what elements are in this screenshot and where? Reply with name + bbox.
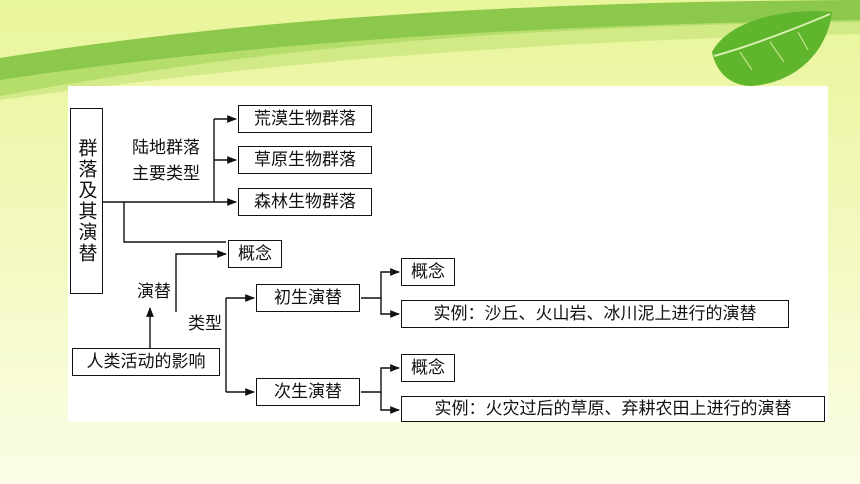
leaf-icon — [712, 11, 832, 86]
primary-concept-box: 概念 — [401, 258, 455, 286]
header-decoration — [0, 0, 860, 100]
primary-succession-label: 初生演替 — [274, 287, 342, 308]
land-label-line1: 陆地群落 — [132, 138, 200, 158]
concept-label: 概念 — [238, 243, 272, 264]
green-swoosh — [0, 0, 860, 96]
forest-community-box: 森林生物群落 — [238, 188, 372, 216]
concept-map: 群落及其演替 陆地群落 主要类型 荒漠生物群落 草原生物群落 森林生物群落 概念… — [68, 86, 828, 422]
secondary-concept-label: 概念 — [411, 357, 445, 378]
secondary-example-label: 实例：火灾过后的草原、弃耕农田上进行的演替 — [434, 398, 792, 419]
forest-community-label: 森林生物群落 — [254, 191, 356, 212]
secondary-concept-box: 概念 — [401, 354, 455, 382]
secondary-succession-box: 次生演替 — [256, 378, 360, 406]
title-text: 群落及其演替 — [75, 138, 98, 264]
primary-example-box: 实例：沙丘、火山岩、冰川泥上进行的演替 — [401, 300, 789, 328]
human-activity-label: 人类活动的影响 — [86, 351, 206, 372]
primary-concept-label: 概念 — [411, 261, 445, 282]
secondary-succession-label: 次生演替 — [274, 381, 342, 402]
primary-example-label: 实例：沙丘、火山岩、冰川泥上进行的演替 — [433, 303, 757, 324]
grassland-community-label: 草原生物群落 — [254, 149, 356, 170]
connector-lines — [103, 115, 400, 414]
grassland-community-box: 草原生物群落 — [238, 146, 372, 174]
succession-label: 演替 — [137, 282, 171, 302]
land-label-line2: 主要类型 — [132, 164, 200, 184]
human-activity-box: 人类活动的影响 — [72, 348, 220, 376]
secondary-example-box: 实例：火灾过后的草原、弃耕农田上进行的演替 — [401, 396, 825, 422]
light-swoosh — [0, 20, 860, 100]
desert-community-label: 荒漠生物群落 — [254, 108, 356, 129]
concept-box: 概念 — [228, 240, 282, 268]
title-box: 群落及其演替 — [70, 108, 103, 294]
primary-succession-box: 初生演替 — [256, 284, 360, 312]
trunk-vertical — [123, 202, 226, 243]
desert-community-box: 荒漠生物群落 — [238, 105, 372, 133]
type-label: 类型 — [188, 314, 222, 334]
